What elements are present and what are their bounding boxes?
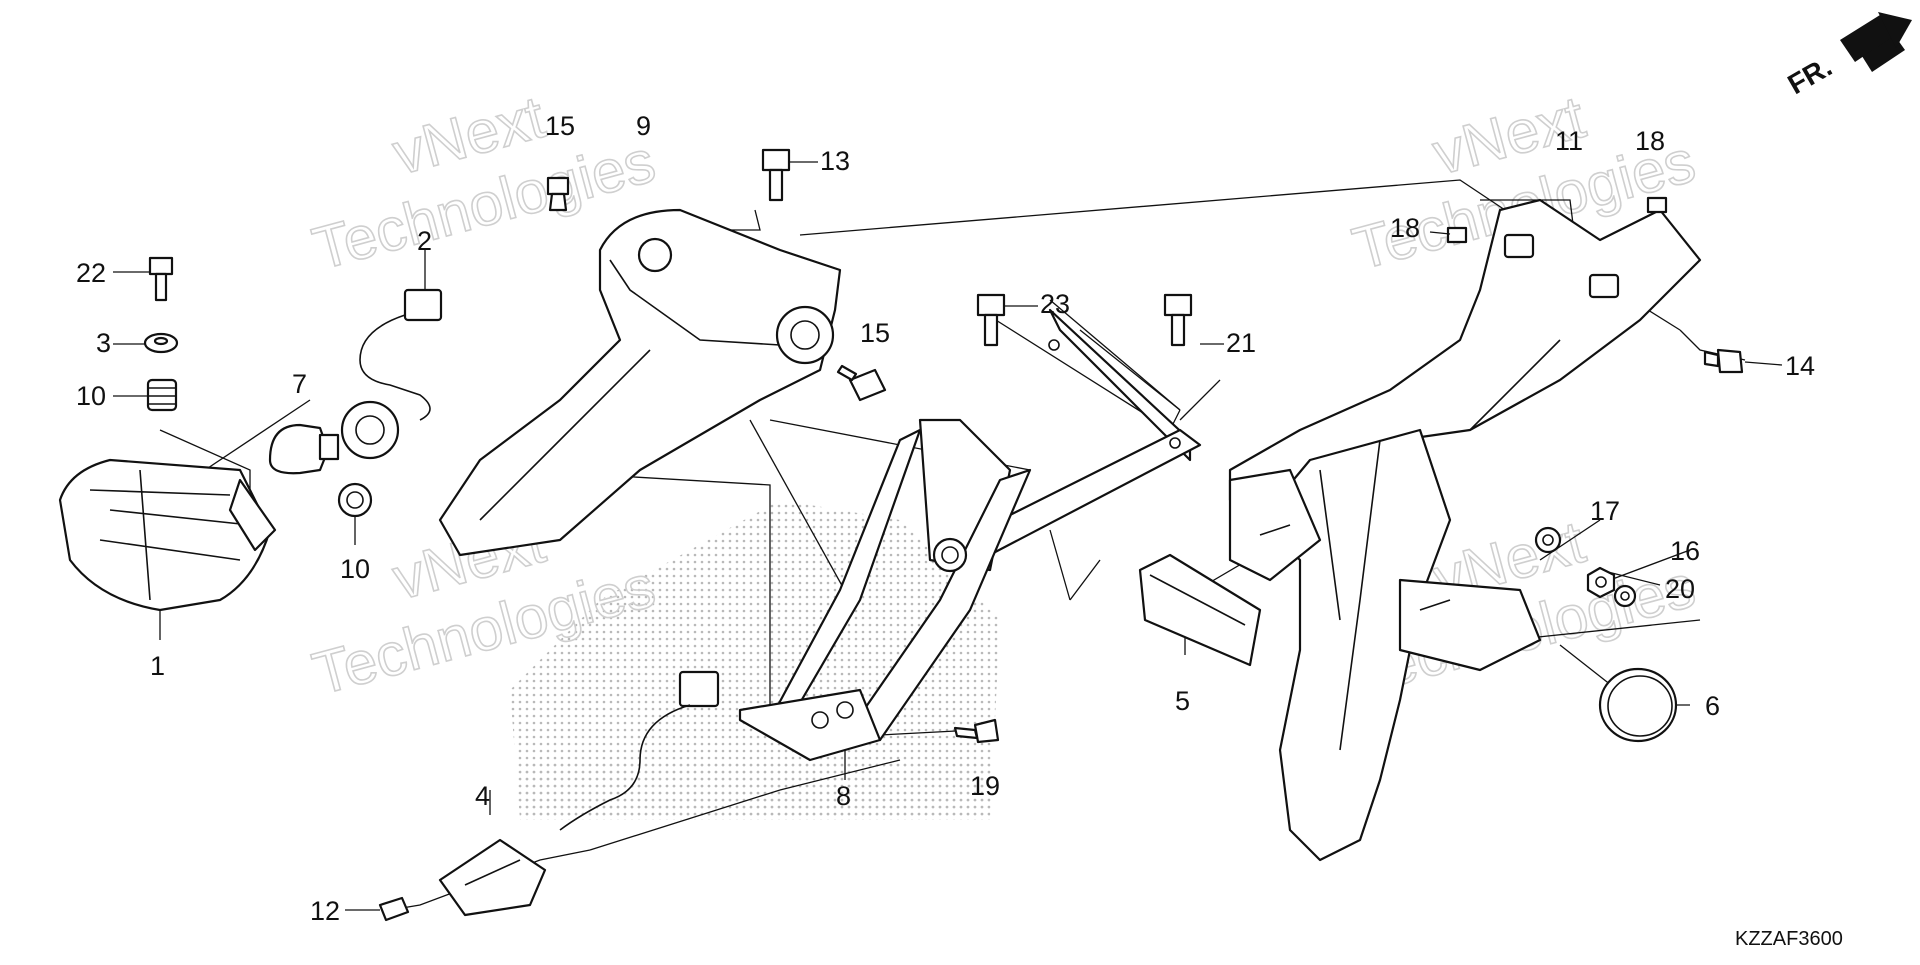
callout-18-left: 18 xyxy=(1390,213,1420,243)
part-grommet-10-upper xyxy=(146,378,178,412)
callout-16: 16 xyxy=(1670,536,1700,566)
callout-2: 2 xyxy=(417,226,432,256)
callout-8: 8 xyxy=(836,781,851,811)
front-direction-indicator: FR. xyxy=(1783,12,1912,100)
callout-19: 19 xyxy=(970,771,1000,801)
callout-1: 1 xyxy=(150,651,165,681)
callout-14: 14 xyxy=(1785,351,1815,381)
callout-13: 13 xyxy=(820,146,850,176)
part-reflector-5 xyxy=(1138,553,1262,667)
callout-10-upper: 10 xyxy=(76,381,106,411)
part-bolt-13 xyxy=(761,148,791,202)
callout-10-lower: 10 xyxy=(340,554,370,584)
part-cap-6 xyxy=(1598,667,1678,743)
callout-9: 9 xyxy=(636,111,651,141)
callout-4: 4 xyxy=(475,781,490,811)
callout-21: 21 xyxy=(1226,328,1256,358)
part-grommet-10-lower xyxy=(337,482,373,518)
callout-6: 6 xyxy=(1705,691,1720,721)
callout-5: 5 xyxy=(1175,686,1190,716)
part-screw-15-upper xyxy=(546,176,570,212)
part-tail-light-lens xyxy=(58,458,277,612)
part-washer-20 xyxy=(1613,584,1637,608)
front-indicator-label: FR. xyxy=(1783,51,1838,100)
part-screw-14 xyxy=(1703,348,1744,374)
callout-11: 11 xyxy=(1555,126,1583,156)
callout-18-right: 18 xyxy=(1635,126,1665,156)
part-bolt-21 xyxy=(1163,293,1193,347)
callout-23: 23 xyxy=(1040,289,1070,319)
callout-15-lower: 15 xyxy=(860,318,890,348)
part-harness-4 xyxy=(438,670,720,917)
part-screw-15-lower xyxy=(836,364,887,402)
callout-22: 22 xyxy=(76,258,106,288)
part-screw-22 xyxy=(148,256,174,302)
callout-labels: 1 2 3 4 5 6 7 8 9 10 10 11 12 13 14 15 1… xyxy=(76,111,1815,926)
part-rear-cowl-9 xyxy=(438,208,842,557)
part-screw-12 xyxy=(378,896,410,922)
part-clip-18-right xyxy=(1646,196,1668,214)
callout-17: 17 xyxy=(1590,496,1620,526)
part-bulb-7 xyxy=(268,423,340,475)
part-clip-18-left xyxy=(1446,226,1468,244)
part-nut-16 xyxy=(1586,566,1616,599)
callout-20: 20 xyxy=(1665,574,1695,604)
callout-ticks xyxy=(113,161,1783,911)
callout-7: 7 xyxy=(292,369,307,399)
part-frame-bracket-8 xyxy=(738,308,1202,762)
callout-12: 12 xyxy=(310,896,340,926)
part-washer-3 xyxy=(143,332,179,354)
part-nut-17 xyxy=(1534,526,1562,554)
callout-3: 3 xyxy=(96,328,111,358)
callout-15-upper: 15 xyxy=(545,111,575,141)
diagram-code: KZZAF3600 xyxy=(1735,928,1843,950)
part-screw-19 xyxy=(953,718,1000,744)
part-rear-fender-11 xyxy=(1228,198,1702,862)
part-socket-harness-2 xyxy=(340,288,443,460)
part-bolt-23 xyxy=(976,293,1006,347)
